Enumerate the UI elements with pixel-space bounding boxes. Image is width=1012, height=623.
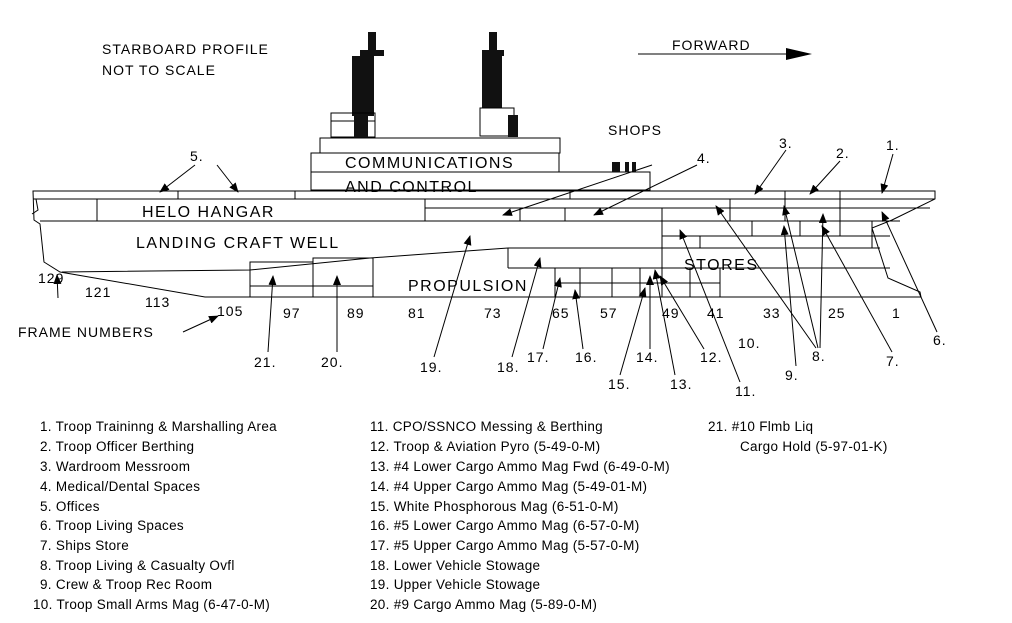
- callout-12: 12.: [700, 349, 722, 365]
- legend-column-3: 21. #10 Flmb Liq Cargo Hold (5-97-01-K): [708, 419, 888, 454]
- callout-7: 7.: [886, 353, 900, 369]
- frame-89: 89: [347, 305, 365, 321]
- deck-fitting-icon: [612, 162, 636, 172]
- legend-item: 21. #10 Flmb Liq: [708, 419, 813, 434]
- callout-10: 10.: [738, 335, 760, 351]
- scale-note: NOT TO SCALE: [102, 62, 216, 78]
- legend-item: 19. Upper Vehicle Stowage: [370, 577, 540, 592]
- legend-item: 14. #4 Upper Cargo Ammo Mag (5-49-01-M): [370, 479, 647, 494]
- frame-105: 105: [217, 303, 243, 319]
- callout-8: 8.: [812, 348, 826, 364]
- callout-5: 5.: [190, 148, 204, 164]
- frame-numbers-label: FRAME NUMBERS: [18, 324, 154, 340]
- legend-item: 20. #9 Cargo Ammo Mag (5-89-0-M): [370, 597, 597, 612]
- legend-item: 10. Troop Small Arms Mag (6-47-0-M): [33, 597, 270, 612]
- frame-numbers: 129 121 113 105 97 89 81 73 65 57 49 41 …: [38, 270, 901, 321]
- callout-arrows: [159, 149, 938, 383]
- callout-6: 6.: [933, 332, 947, 348]
- callout-2: 2.: [836, 145, 850, 161]
- frame-113: 113: [145, 294, 170, 310]
- profile-title: STARBOARD PROFILE: [102, 41, 269, 57]
- communications-label: COMMUNICATIONS: [345, 155, 514, 172]
- landing-craft-well-label: LANDING CRAFT WELL: [136, 235, 340, 252]
- legend-item: 18. Lower Vehicle Stowage: [370, 558, 540, 573]
- helo-hangar-label: HELO HANGAR: [142, 204, 275, 221]
- callout-16: 16.: [575, 349, 597, 365]
- legend-item: 16. #5 Lower Cargo Ammo Mag (6-57-0-M): [370, 518, 640, 533]
- legend-item: 6. Troop Living Spaces: [40, 518, 184, 533]
- frame-73: 73: [484, 305, 502, 321]
- frame-81: 81: [408, 305, 426, 321]
- callout-labels: 1. 2. 3. 4. 5. 6. 7. 8. 9. 10. 11. 12. 1…: [190, 135, 947, 399]
- frame-121: 121: [85, 284, 111, 300]
- legend-item: 7. Ships Store: [40, 538, 129, 553]
- callout-19: 19.: [420, 359, 442, 375]
- callout-15: 15.: [608, 376, 630, 392]
- legend-item: 1. Troop Traininng & Marshalling Area: [40, 419, 277, 434]
- cargo-ammo-mag-20: [312, 257, 374, 298]
- callout-17: 17.: [527, 349, 549, 365]
- shops-label: SHOPS: [608, 122, 662, 138]
- frame-49: 49: [662, 305, 680, 321]
- callout-21: 21.: [254, 354, 276, 370]
- forward-arrow-icon: [638, 48, 812, 60]
- callout-14: 14.: [636, 349, 658, 365]
- callout-1: 1.: [886, 137, 900, 153]
- mast-aft: [330, 32, 384, 138]
- frame-33: 33: [763, 305, 781, 321]
- legend-item: 12. Troop & Aviation Pyro (5-49-0-M): [370, 439, 600, 454]
- frame-1: 1: [892, 305, 901, 321]
- frame-25: 25: [828, 305, 846, 321]
- and-control-label: AND CONTROL: [345, 179, 478, 196]
- callout-3: 3.: [779, 135, 793, 151]
- legend-column-1: 1. Troop Traininng & Marshalling Area 2.…: [33, 419, 277, 612]
- legend-item: 5. Offices: [40, 499, 100, 514]
- legend-item: 13. #4 Lower Cargo Ammo Mag Fwd (6-49-0-…: [370, 459, 670, 474]
- frame-57: 57: [600, 305, 618, 321]
- legend-item: 15. White Phosphorous Mag (6-51-0-M): [370, 499, 619, 514]
- legend-item: 8. Troop Living & Casualty Ovfl: [40, 558, 235, 573]
- frame-129: 129: [38, 270, 64, 286]
- callout-4: 4.: [697, 150, 711, 166]
- legend-item: 2. Troop Officer Berthing: [40, 439, 194, 454]
- legend-item: Cargo Hold (5-97-01-K): [740, 439, 888, 454]
- legend-item: 4. Medical/Dental Spaces: [40, 479, 200, 494]
- mast-forward: [479, 32, 518, 137]
- legend-column-2: 11. CPO/SSNCO Messing & Berthing 12. Tro…: [370, 419, 670, 612]
- callout-9: 9.: [785, 367, 799, 383]
- forward-label: FORWARD: [672, 37, 751, 53]
- frame-65: 65: [552, 305, 570, 321]
- frame-97: 97: [283, 305, 301, 321]
- legend-item: 17. #5 Upper Cargo Ammo Mag (5-57-0-M): [370, 538, 640, 553]
- legend-item: 11. CPO/SSNCO Messing & Berthing: [370, 419, 603, 434]
- callout-11: 11.: [735, 383, 756, 399]
- callout-18: 18.: [497, 359, 519, 375]
- callout-20: 20.: [321, 354, 343, 370]
- stores-label: STORES: [684, 257, 759, 274]
- control-block: [310, 171, 651, 191]
- legend-item: 9. Crew & Troop Rec Room: [40, 577, 212, 592]
- callout-13: 13.: [670, 376, 692, 392]
- propulsion-label: PROPULSION: [408, 278, 528, 295]
- frame-41: 41: [707, 305, 725, 321]
- legend-item: 3. Wardroom Messroom: [40, 459, 190, 474]
